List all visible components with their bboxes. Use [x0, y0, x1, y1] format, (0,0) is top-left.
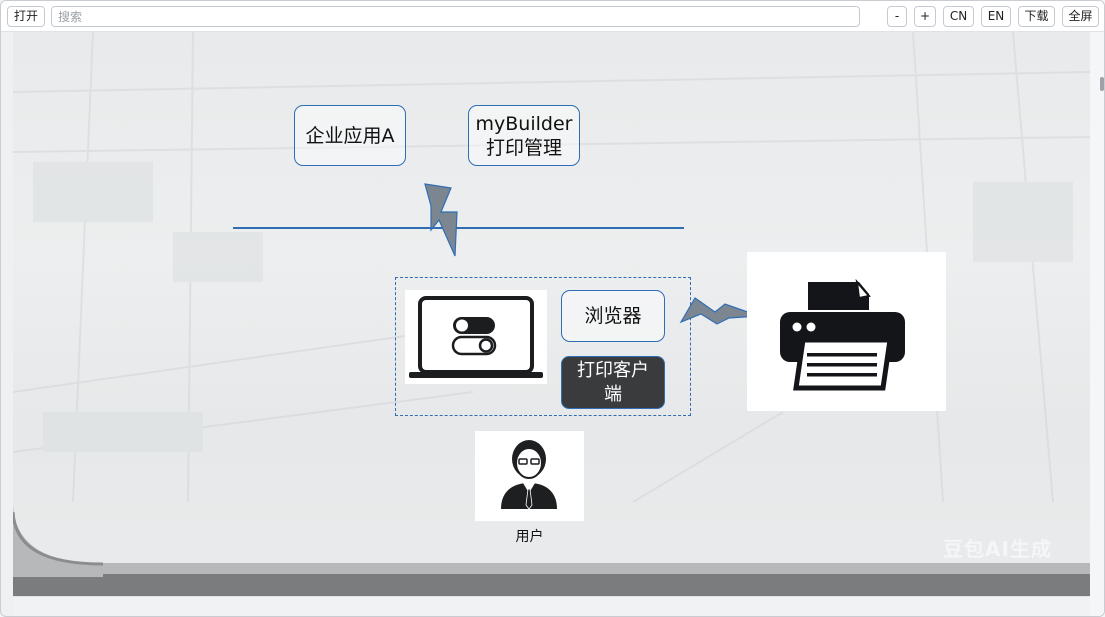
watermark: 豆包AI生成 [943, 537, 1052, 561]
zoom-out-button[interactable]: - [887, 6, 907, 27]
mybuilder-label-line1: myBuilder [475, 112, 573, 135]
user-card [475, 431, 584, 521]
lang-en-button[interactable]: EN [981, 6, 1011, 27]
client-group-frame [395, 277, 691, 416]
bottom-curve [13, 502, 103, 577]
open-button[interactable]: 打开 [7, 6, 45, 27]
printer-card [747, 252, 946, 411]
print-client-box: 打印客户 端 [561, 356, 665, 409]
fullscreen-button[interactable]: 全屏 [1062, 6, 1099, 27]
toolbar: 打开 - + CN EN 下载 全屏 [1, 1, 1104, 32]
bottom-band-dark [13, 574, 1090, 596]
printer-icon [780, 278, 905, 391]
download-button[interactable]: 下载 [1018, 6, 1055, 27]
browser-label: 浏览器 [584, 305, 642, 327]
enterprise-app-label: 企业应用A [305, 124, 395, 147]
laptop-icon [409, 296, 543, 378]
laptop-card [405, 290, 547, 384]
network-line [233, 227, 684, 229]
lightning-bolt-icon [424, 183, 458, 257]
scrollbar-thumb[interactable] [1100, 77, 1104, 91]
user-caption: 用户 [515, 529, 544, 545]
factory-background [13, 32, 1090, 503]
slide-canvas: 企业应用A myBuilder 打印管理 [13, 32, 1090, 596]
browser-box: 浏览器 [561, 290, 665, 342]
bottom-band-light [13, 563, 1090, 575]
zoom-in-button[interactable]: + [914, 6, 936, 27]
mybuilder-box: myBuilder 打印管理 [468, 105, 580, 166]
user-avatar-icon [501, 440, 557, 510]
print-client-label-line2: 端 [604, 383, 622, 405]
print-client-label-line1: 打印客户 [577, 359, 649, 381]
enterprise-app-box: 企业应用A [294, 105, 406, 166]
lang-cn-button[interactable]: CN [943, 6, 974, 27]
below-slide-area [13, 596, 1090, 616]
toggle-switch-icon [451, 317, 497, 356]
vertical-scrollbar[interactable] [1090, 32, 1104, 616]
search-input[interactable] [51, 6, 860, 27]
mybuilder-label-line2: 打印管理 [485, 136, 562, 159]
